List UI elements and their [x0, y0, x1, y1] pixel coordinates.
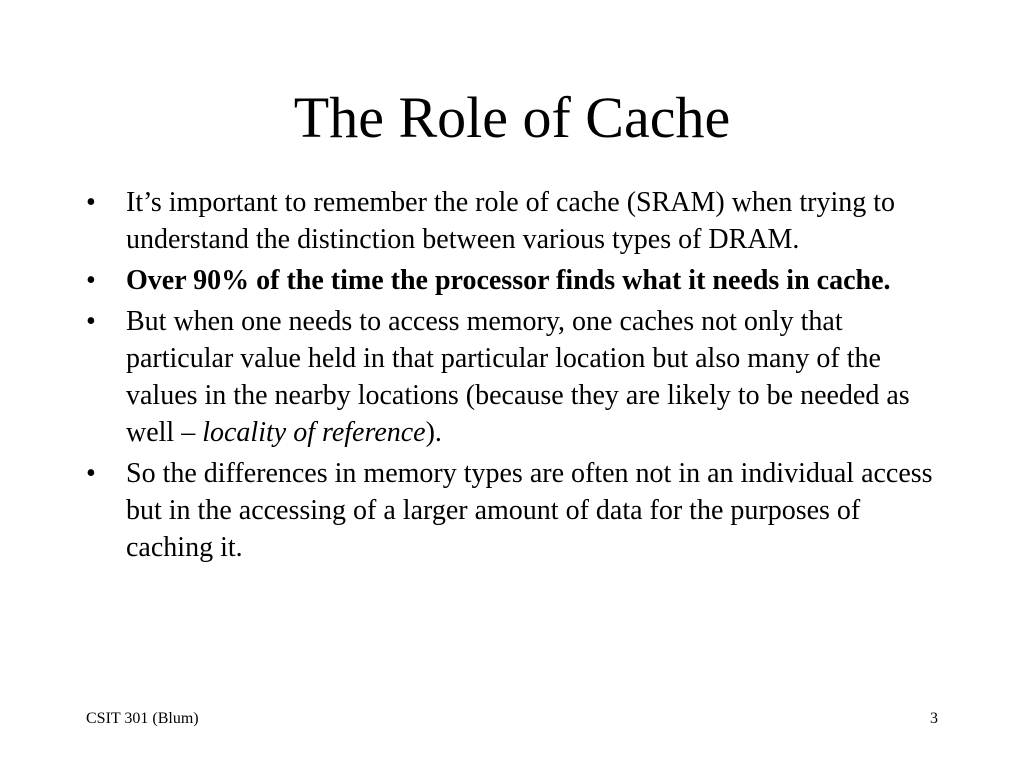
bullet-text: It’s important to remember the role of c…	[126, 187, 896, 255]
bullet-text-bold: Over 90% of the time the processor finds…	[126, 265, 891, 296]
bullet-text: But when one needs to access memory, one…	[126, 306, 910, 448]
bullet-text-italic: locality of reference	[202, 417, 426, 448]
bullet-item: • So the differences in memory types are…	[86, 455, 946, 566]
bullet-item: • But when one needs to access memory, o…	[86, 303, 946, 451]
bullet-icon: •	[86, 306, 96, 337]
bullet-icon: •	[86, 187, 96, 218]
bullet-text-end: ).	[425, 417, 442, 448]
footer-page-number: 3	[930, 710, 938, 727]
bullet-item: • It’s important to remember the role of…	[86, 184, 946, 258]
bullet-icon: •	[86, 265, 96, 296]
bullet-list: • It’s important to remember the role of…	[86, 184, 946, 570]
bullet-icon: •	[86, 458, 96, 489]
bullet-item: • Over 90% of the time the processor fin…	[86, 262, 946, 299]
footer-course: CSIT 301 (Blum)	[86, 710, 199, 727]
slide-title: The Role of Cache	[293, 85, 731, 150]
bullet-text: So the differences in memory types are o…	[126, 458, 933, 563]
